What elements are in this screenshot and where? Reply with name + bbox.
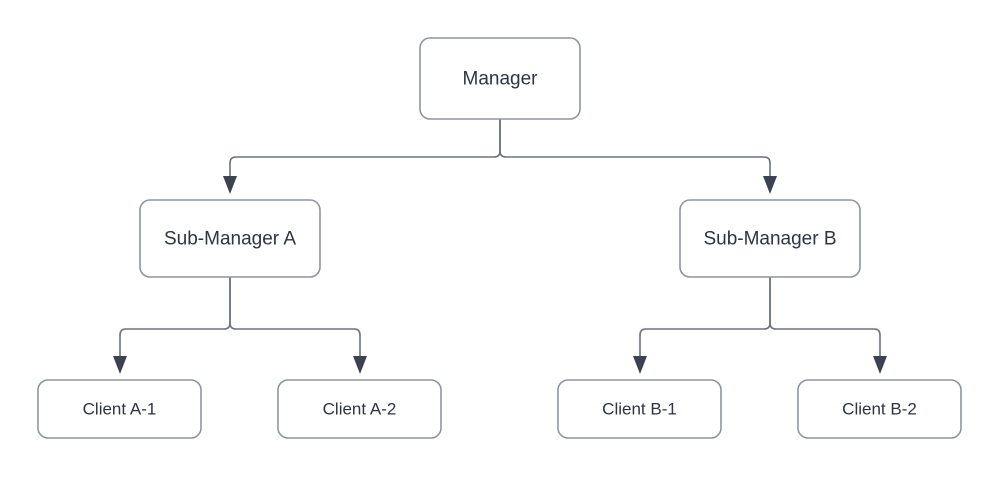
- edge-sub-a-to-client-a-2: [229, 277, 367, 374]
- edge-line: [229, 119, 501, 178]
- node-label: Client B-2: [842, 399, 917, 418]
- edge-line: [769, 277, 881, 358]
- edge-line: [229, 277, 361, 358]
- edge-manager-to-sub-b: [499, 119, 777, 194]
- node-client-a-1[interactable]: Client A-1: [37, 379, 202, 439]
- arrowhead-icon: [633, 356, 647, 374]
- node-client-b-2[interactable]: Client B-2: [797, 379, 962, 439]
- node-sub-manager-b[interactable]: Sub-Manager B: [679, 199, 861, 278]
- edges-group: [113, 119, 887, 374]
- node-box[interactable]: [277, 379, 442, 439]
- client-level: Client A-1 Client A-2 Client B-1 Client B-2: [37, 379, 962, 439]
- node-label: Client A-1: [83, 399, 157, 418]
- edge-line: [639, 277, 771, 358]
- edge-sub-b-to-client-b-1: [633, 277, 771, 374]
- node-label: Manager: [463, 69, 539, 90]
- node-client-b-1[interactable]: Client B-1: [557, 379, 722, 439]
- edge-line: [119, 277, 231, 358]
- arrowhead-icon: [353, 356, 367, 374]
- edge-sub-a-to-client-a-1: [113, 277, 231, 374]
- edge-manager-to-sub-a: [223, 119, 501, 194]
- node-box[interactable]: [139, 199, 321, 278]
- node-label: Client A-2: [323, 399, 397, 418]
- node-sub-manager-a[interactable]: Sub-Manager A: [139, 199, 321, 278]
- node-label: Sub-Manager A: [164, 229, 296, 250]
- node-box[interactable]: [419, 37, 581, 120]
- node-label: Client B-1: [602, 399, 677, 418]
- manager-level: Manager: [419, 37, 581, 120]
- arrowhead-icon: [223, 176, 237, 194]
- arrowhead-icon: [113, 356, 127, 374]
- node-manager[interactable]: Manager: [419, 37, 581, 120]
- node-label: Sub-Manager B: [703, 229, 836, 250]
- sub-manager-level: Sub-Manager A Sub-Manager B: [139, 199, 861, 278]
- node-box[interactable]: [37, 379, 202, 439]
- edge-sub-b-to-client-b-2: [769, 277, 887, 374]
- node-client-a-2[interactable]: Client A-2: [277, 379, 442, 439]
- node-box[interactable]: [797, 379, 962, 439]
- edge-line: [499, 119, 771, 178]
- arrowhead-icon: [763, 176, 777, 194]
- node-box[interactable]: [679, 199, 861, 278]
- arrowhead-icon: [873, 356, 887, 374]
- node-box[interactable]: [557, 379, 722, 439]
